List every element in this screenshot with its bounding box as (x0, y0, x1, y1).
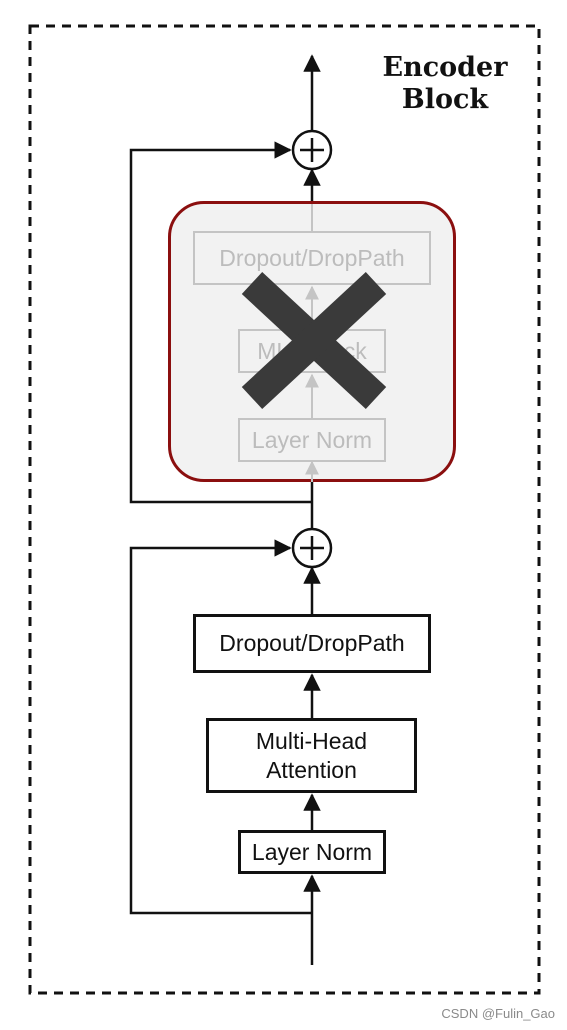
layer-norm-label: Layer Norm (251, 838, 373, 865)
title-line2: Block (401, 84, 489, 115)
watermark: CSDN @Fulin_Gao (441, 1006, 555, 1021)
residual-skip-attention (129, 539, 312, 915)
attention-label-line1: Multi-Head (255, 727, 368, 754)
dropout-box: Dropout/DropPath (193, 614, 431, 673)
residual-skip-mlp (129, 141, 312, 504)
mlp-dropout-box: Dropout/DropPath (193, 231, 431, 285)
title-line1: Encoder (382, 52, 508, 83)
encoder-block-frame (28, 24, 541, 995)
attention-label-line2: Attention (266, 756, 357, 783)
mlp-dropout-label: Dropout/DropPath (219, 244, 405, 271)
layer-norm-box: Layer Norm (238, 830, 386, 874)
diagram-title: Encoder Block (360, 52, 530, 116)
dropout-label: Dropout/DropPath (219, 630, 405, 656)
multi-head-attention-box: Multi-Head Attention (206, 718, 417, 793)
mlp-layer-norm-label: Layer Norm (251, 426, 373, 453)
mlp-layer-norm-box: Layer Norm (238, 418, 386, 462)
